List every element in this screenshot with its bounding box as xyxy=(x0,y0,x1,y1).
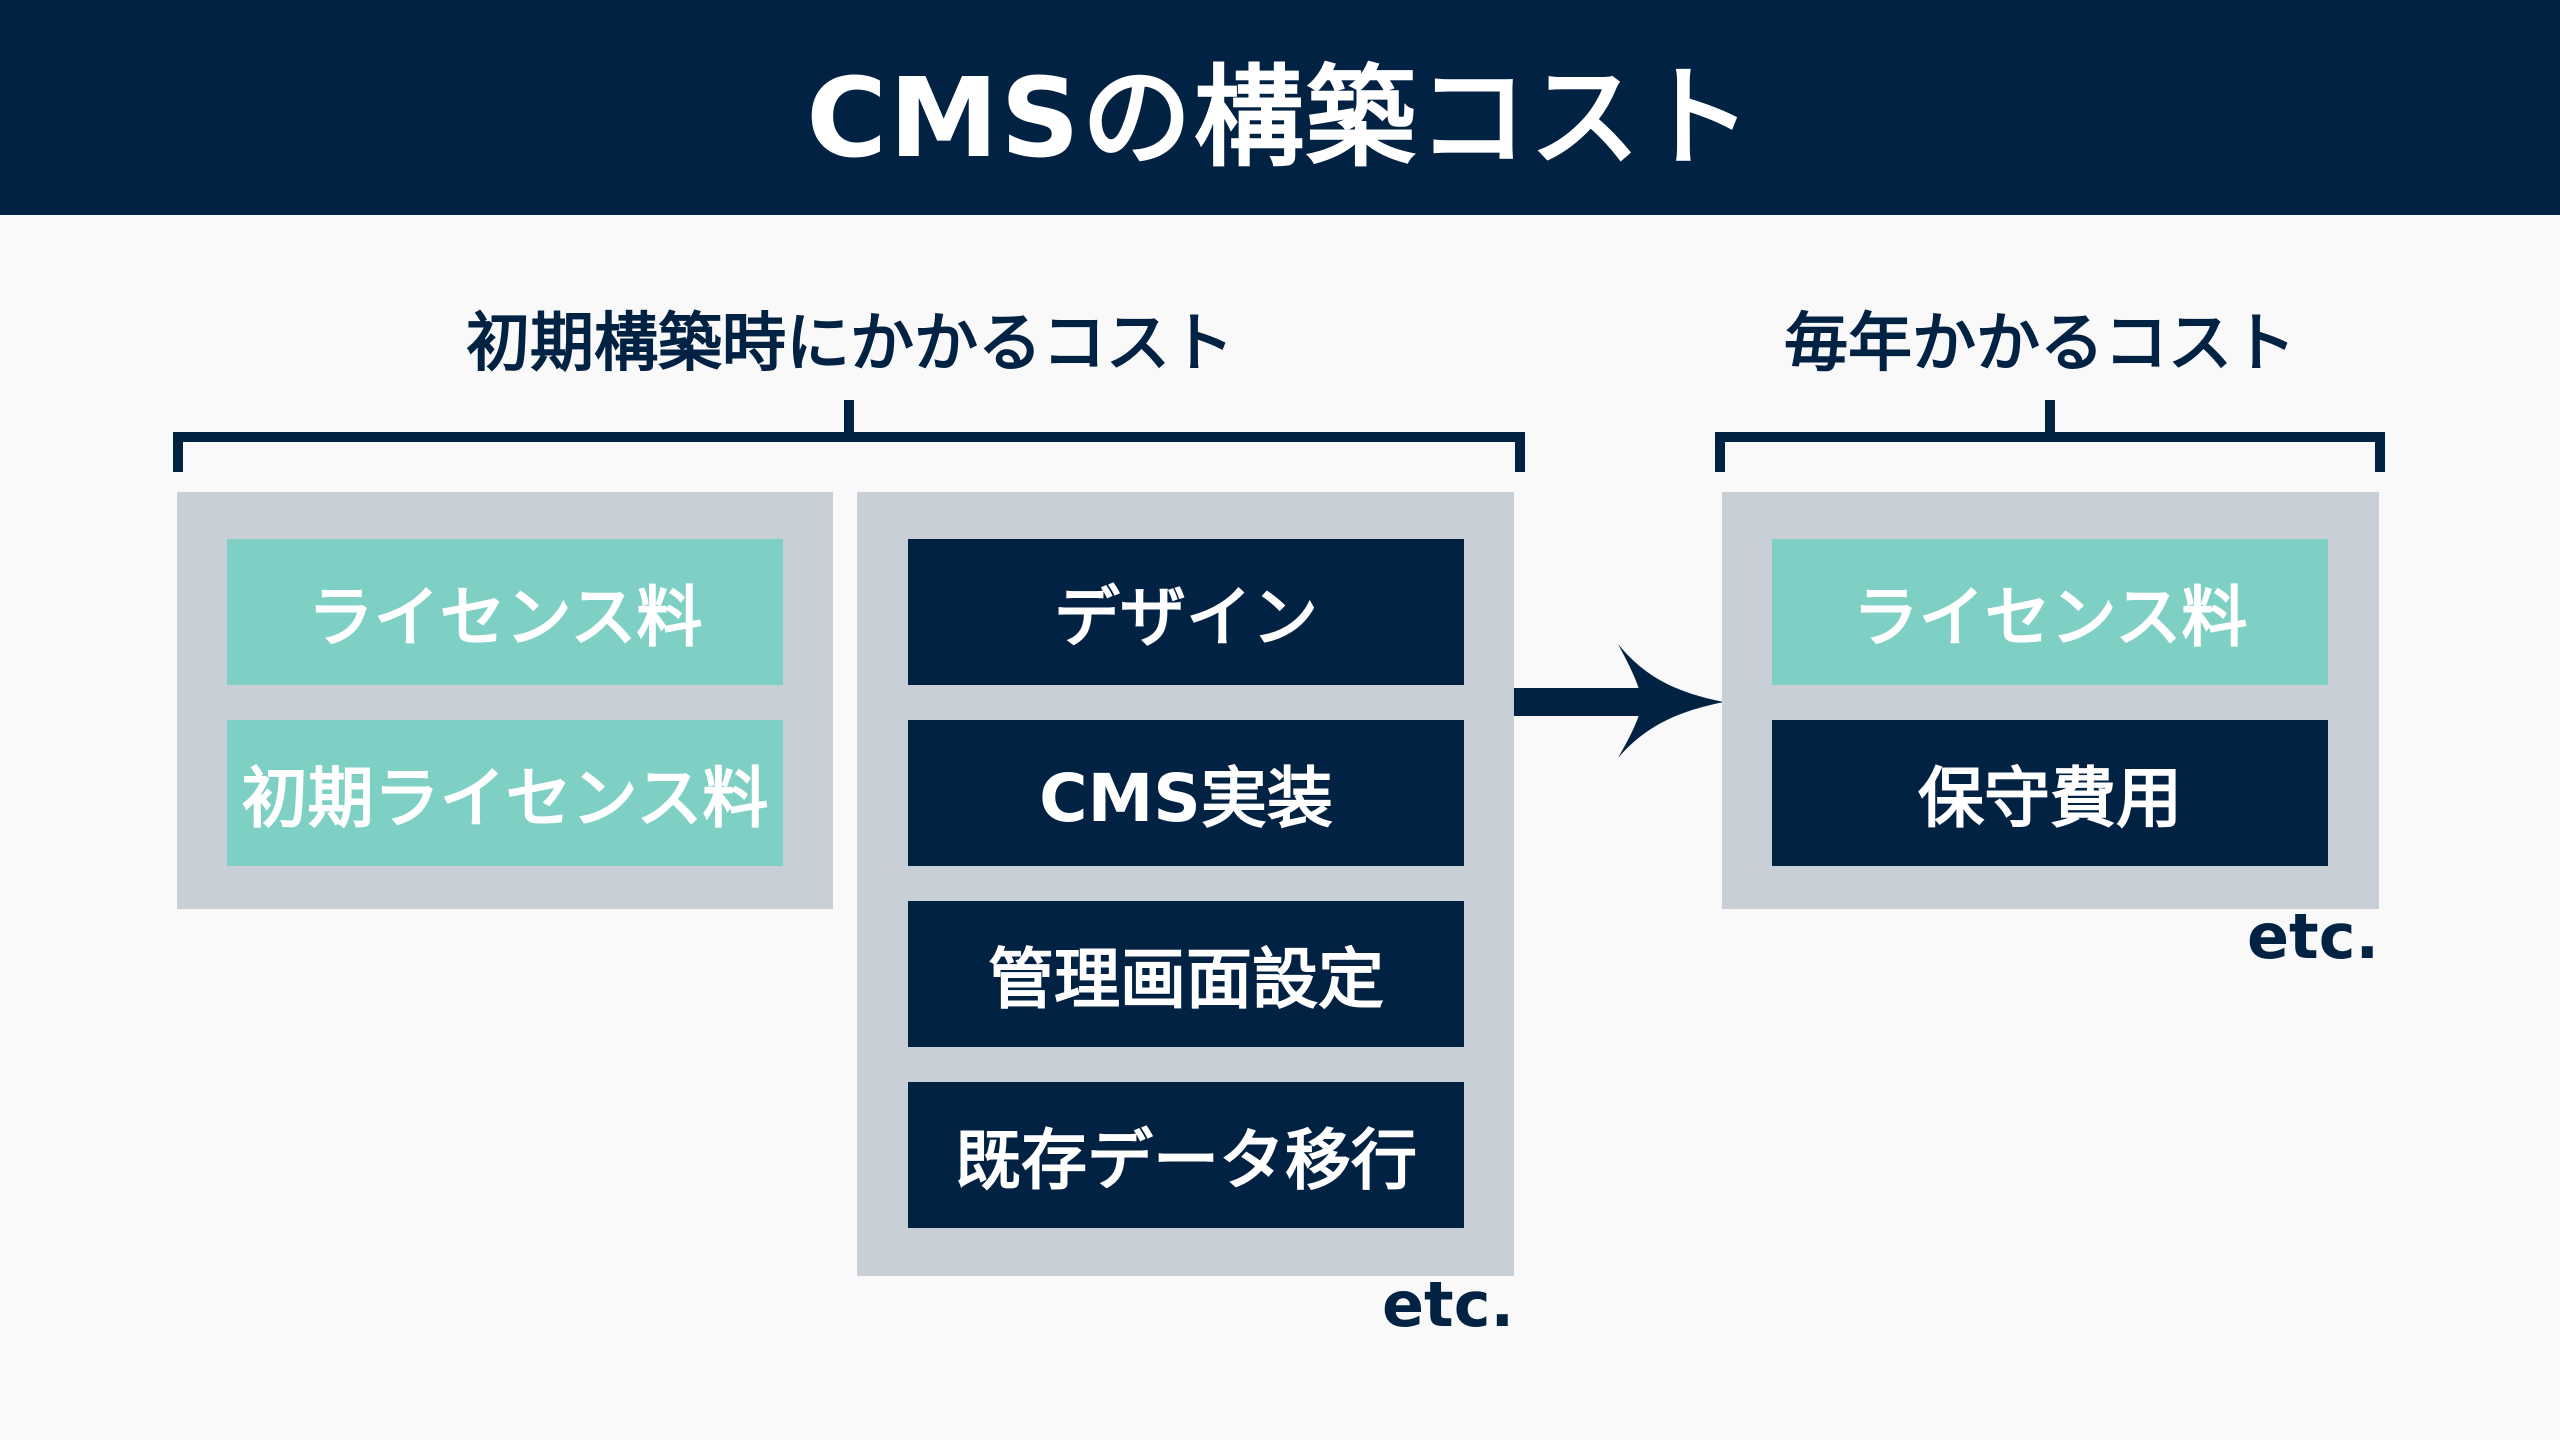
cms-implementation-item: CMS実装 xyxy=(908,720,1464,866)
design-item: デザイン xyxy=(908,539,1464,685)
initial-etc-label: etc. xyxy=(1382,1268,1514,1341)
annual-etc-label: etc. xyxy=(2247,900,2379,973)
annual-license-fee-item: ライセンス料 xyxy=(1772,539,2328,685)
maintenance-fee-item: 保守費用 xyxy=(1772,720,2328,866)
data-migration-item: 既存データ移行 xyxy=(908,1082,1464,1228)
header-banner: CMSの構築コスト xyxy=(0,0,2560,215)
page-title: CMSの構築コスト xyxy=(806,53,1754,182)
admin-settings-item: 管理画面設定 xyxy=(908,901,1464,1047)
right-arrow-icon xyxy=(1514,644,1724,758)
annual-cost-heading: 毎年かかるコスト xyxy=(1784,307,2296,381)
annual-cost-bracket xyxy=(1715,400,2385,472)
initial-license-fee-item: 初期ライセンス料 xyxy=(227,720,783,866)
initial-cost-heading: 初期構築時にかかるコスト xyxy=(466,307,1234,381)
initial-cost-bracket xyxy=(173,400,1525,472)
license-fee-item: ライセンス料 xyxy=(227,539,783,685)
